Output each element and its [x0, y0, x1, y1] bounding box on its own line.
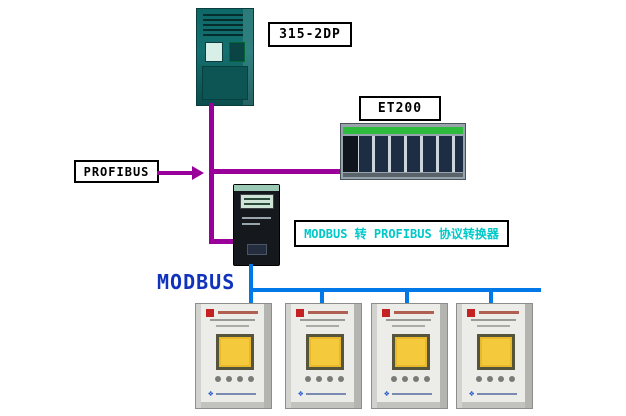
plc-module-graphic: [196, 8, 254, 106]
modbus-drop-line: [405, 290, 409, 305]
relay-logo: [296, 309, 304, 317]
gateway-connector-port: [247, 244, 267, 255]
gateway-top-cap: [234, 185, 279, 191]
relay-lcd-screen: [306, 334, 344, 370]
et200-io-slots: [343, 136, 463, 172]
gateway-text-line: [242, 223, 260, 225]
profibus-label: PROFIBUS: [74, 160, 159, 183]
relay-brand-mark: ❖: [298, 388, 346, 400]
relay-text-line: [210, 319, 255, 321]
gateway-text-line: [242, 217, 271, 219]
profibus-arrow-shaft: [157, 171, 193, 175]
gateway-device-graphic: [233, 184, 280, 266]
plc-front-door: [202, 66, 248, 100]
modbus-drop-line: [320, 290, 324, 305]
brand-diamond-icon: ❖: [298, 388, 304, 399]
relay-text-line: [216, 325, 249, 327]
brand-diamond-icon: ❖: [384, 388, 390, 399]
brand-diamond-icon: ❖: [469, 388, 475, 399]
et200-din-rail: [343, 173, 463, 177]
relay-text-line: [471, 319, 516, 321]
relay-buttons: [476, 376, 515, 382]
relay-text-line: [392, 325, 425, 327]
relay-lcd-screen: [216, 334, 254, 370]
relay-lcd-screen: [477, 334, 515, 370]
gateway-display: [240, 194, 274, 209]
relay-brand-mark: ❖: [469, 388, 517, 400]
relay-logo: [467, 309, 475, 317]
relay-device: ❖: [456, 303, 533, 409]
relay-title-text: [394, 311, 434, 314]
relay-logo: [382, 309, 390, 317]
relay-title-text: [479, 311, 519, 314]
plc-vents: [203, 14, 243, 36]
modbus-drop-line: [489, 290, 493, 305]
relay-text-line: [386, 319, 431, 321]
relay-device: ❖: [285, 303, 362, 409]
modbus-riser-line: [249, 264, 253, 305]
relay-device: ❖: [195, 303, 272, 409]
profibus-line-to-et200: [209, 169, 349, 174]
relay-lcd-screen: [392, 334, 430, 370]
et200-module-graphic: [340, 123, 466, 180]
modbus-label: MODBUS: [157, 270, 236, 294]
gateway-label: MODBUS 转 PROFIBUS 协议转换器: [294, 220, 509, 247]
relay-logo: [206, 309, 214, 317]
et200-green-bar: [343, 127, 463, 134]
plc-card-slot: [229, 42, 245, 62]
plc-label: 315-2DP: [268, 22, 352, 47]
relay-brand-mark: ❖: [384, 388, 432, 400]
brand-diamond-icon: ❖: [208, 388, 214, 399]
et200-head-module: [343, 136, 358, 172]
modbus-bus-line: [249, 288, 541, 292]
plc-led-panel: [205, 42, 223, 62]
et200-label: ET200: [359, 96, 441, 121]
relay-buttons: [215, 376, 254, 382]
relay-title-text: [218, 311, 258, 314]
relay-text-line: [477, 325, 510, 327]
relay-brand-mark: ❖: [208, 388, 256, 400]
profibus-arrow-icon: [192, 166, 204, 180]
relay-text-line: [300, 319, 345, 321]
relay-buttons: [305, 376, 344, 382]
relay-buttons: [391, 376, 430, 382]
profibus-line-to-gateway: [209, 239, 235, 244]
relay-title-text: [308, 311, 348, 314]
relay-text-line: [306, 325, 339, 327]
relay-device: ❖: [371, 303, 448, 409]
